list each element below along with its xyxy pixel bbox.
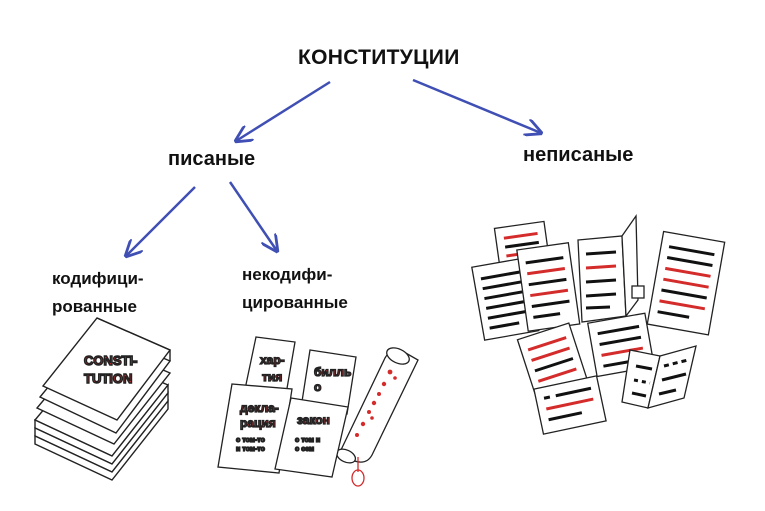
seal-icon [351,469,365,487]
law-line1: закон [297,413,330,427]
bill-line1: билль [314,365,351,379]
uncodified-line2: цированные [242,293,348,312]
bill-line2: о [314,380,321,394]
unwritten-label: неписаные [523,144,634,166]
declaration-sheet [217,383,293,474]
charter-line1: хар- [260,353,285,367]
declaration-sub1: о том-то [236,437,265,444]
arrow-to-uncodified [228,181,277,251]
scroll-seal-marks [355,369,397,437]
book-line1: CONSTI- [84,353,137,368]
declaration-line2: рация [240,416,276,430]
codified-label: кодифици- рованные [52,265,144,321]
declaration-line1: декла- [240,401,279,415]
law-sub1: о том и [295,437,320,444]
arrow-to-written [236,80,331,141]
document-pile: хар- тия билль о декла- рация о том-то и… [217,336,419,487]
arrow-to-unwritten [412,78,541,133]
arrow-to-codified [126,186,196,256]
charter-line2: тия [262,370,282,384]
root-title: КОНСТИТУЦИИ [298,46,460,69]
law-sheet [274,397,349,478]
constitution-book-icon: CONSTI- TUTION [33,317,172,481]
codified-line2: рованные [52,297,137,316]
written-label: писаные [168,148,256,170]
scattered-papers [471,214,726,435]
book-line2: TUTION [84,371,132,386]
codified-line1: кодифици- [52,269,144,288]
uncodified-label: некодифи- цированные [242,261,348,317]
law-sub2: о сем [295,446,314,453]
uncodified-line1: некодифи- [242,265,333,284]
arrows [126,78,541,256]
declaration-sub2: и том-то [236,446,265,453]
